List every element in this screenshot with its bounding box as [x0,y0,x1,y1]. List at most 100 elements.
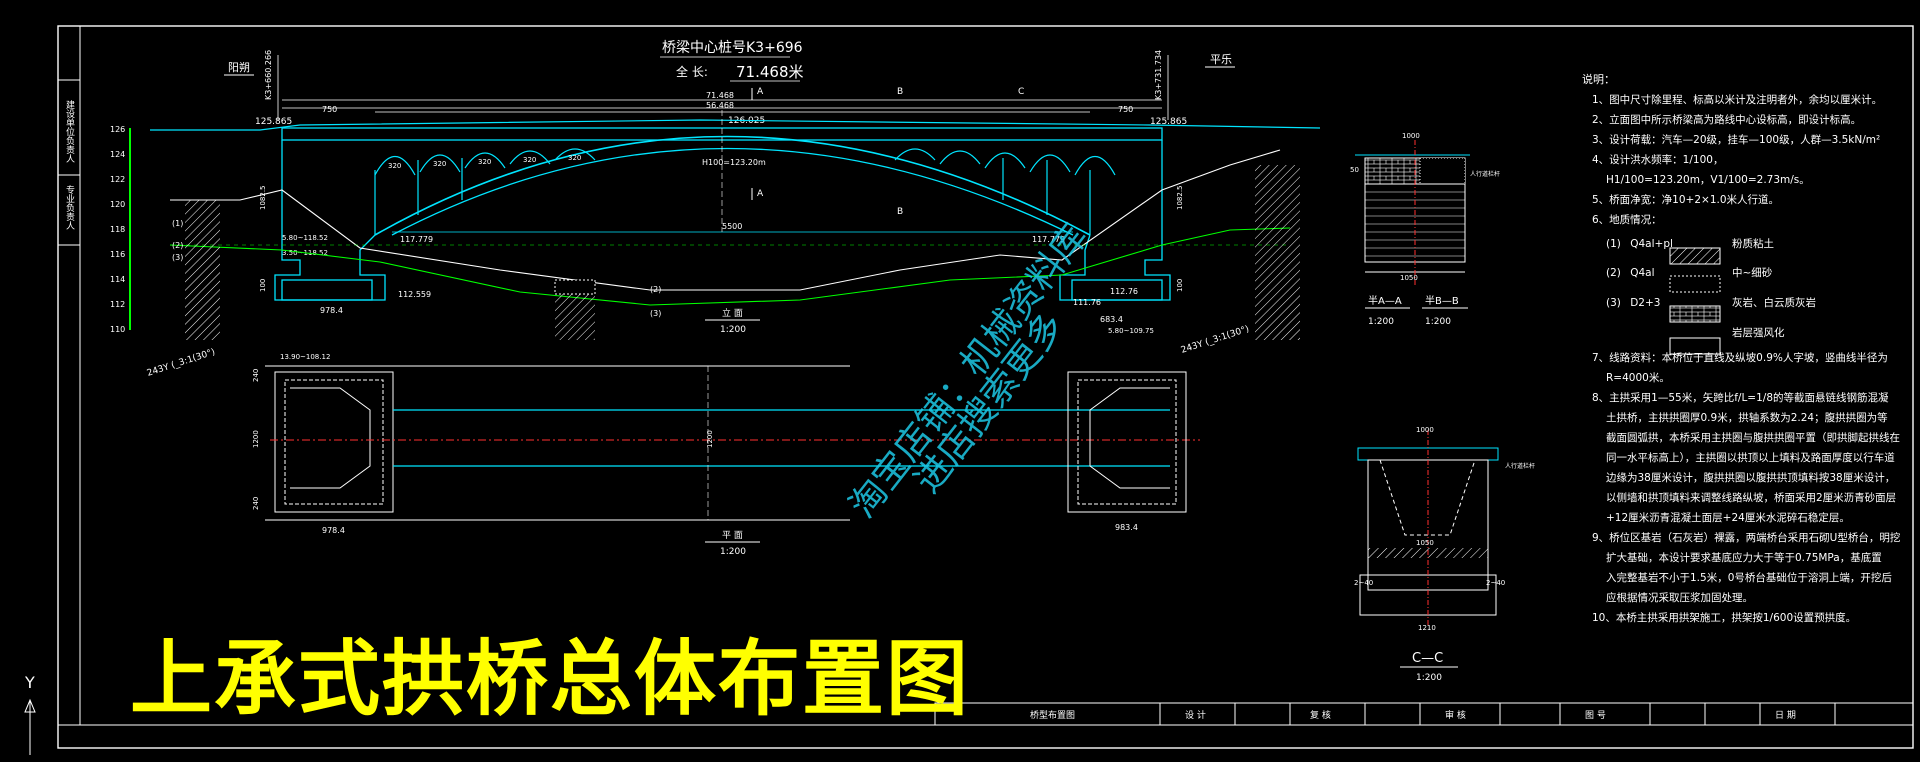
drawing-label: 5.80~109.75 [1108,327,1154,335]
section-b-scale: 1:200 [1425,317,1451,327]
plan-view [265,365,1200,521]
total-length-label: 全 长: [676,64,708,79]
drawing-label: 120 [110,200,125,209]
main-arch-inner [391,147,1074,236]
pier-width-left: 978.4 [320,306,343,315]
title-block [934,702,1914,726]
note-8g: +12厘米沥青混凝土面层+24厘米水泥碎石稳定层。 [1606,512,1850,524]
note-7: 7、线路资料：本桥位于直线及纵坡0.9%人字坡，竖曲线半径为 [1592,352,1888,364]
legend-box-3 [1669,305,1721,323]
drawing-label: 100 [259,279,267,292]
left-abutment [274,140,386,301]
borehole-left [185,200,220,340]
drawing-label: 126 [110,125,125,134]
drawing-label: 50 [1350,166,1359,174]
drawing-label: 13.90~108.12 [280,353,330,361]
section-b-name: 半B—B [1425,294,1459,307]
geology-row-3: (3) D2+3 灰岩、白云质灰岩 [1582,288,1902,318]
drawing-label: 978.4 [322,526,345,535]
drawing-label: (2) [172,241,183,250]
plan-view-scale: 1:200 [720,547,746,557]
note-8c: 截面圆弧拱，本桥采用主拱圈与腹拱拱圈平置（即拱脚起拱线在 [1606,432,1900,444]
note-9: 9、桥位区基岩（石灰岩）裸露，两端桥台采用石砌U型桥台，明挖 [1592,532,1901,544]
tb-review: 复 核 [1310,709,1331,721]
foot-right-elev: 117.779 [1032,235,1065,244]
tb-date: 日 期 [1775,710,1796,721]
big-title: 上承式拱桥总体布置图 [130,632,971,727]
side-strip-2: 专业负责人 [64,184,75,230]
drawing-label: 110 [110,325,125,334]
main-arch-outer [374,135,1091,236]
station-right: K3+731.734 [1154,50,1163,100]
notes-panel: 说明： 1、图中尺寸除里程、标高以米计及注明者外，余均以厘米计。 2、立面图中所… [1582,70,1902,628]
tb-drawing-name: 桥型布置图 [1030,709,1075,721]
water-right-elev: 112.76 [1110,287,1138,296]
drawing-label: 2~40 [1486,579,1505,587]
foot-left-elev: 117.779 [400,235,433,244]
drawing-label: 1082.5 [1176,186,1184,211]
dim-750-left: 750 [322,105,337,114]
geology-row-2: (2) Q4al 中~细砂 [1582,258,1902,288]
note-5: 5、桥面净宽：净10+2×1.0米人行道。 [1592,194,1780,206]
note-4: 4、设计洪水频率：1/100， [1592,154,1724,166]
note-7b: R=4000米。 [1606,372,1670,384]
drawing-label: 320 [568,154,581,162]
tb-design: 设 计 [1185,709,1206,721]
drawing-label: 124 [110,150,125,159]
drawing-label: B [897,87,903,97]
slope-right: 243Y (_3:1(30°) [1180,324,1251,355]
axis-y-arrow [24,698,36,713]
right-elev: 125.865 [1150,117,1187,127]
outer-frame [57,25,1914,749]
notes-heading: 说明： [1582,73,1615,86]
plan-view-name: 平 面 [722,530,743,541]
note-8f: 以侧墙和拱顶填料来调整线路纵坡，桥面采用2厘米沥青砂面层 [1606,492,1897,504]
drawing-label: 1000 [1402,132,1420,140]
side-strip: 建设单位负责人 专业负责人 [58,79,80,246]
drawing-label: 1050 [1416,539,1434,547]
drawing-label: (3) [172,253,183,262]
geology-row-4: 岩层强风化 [1582,318,1902,348]
geology-symbol-2: Q4al [1630,267,1655,279]
note-10: 10、本桥主拱采用拱架施工，拱架按1/600设置预拱度。 [1592,612,1857,624]
top-dimensions [282,99,1162,113]
h100-label: H100=123.20m [702,158,766,167]
drawing-label: 118 [110,225,125,234]
note-2: 2、立面图中所示桥梁高为路线中心设标高，即设计标高。 [1592,114,1862,126]
note-3: 3、设计荷载：汽车—20级，挂车—100级，人群—3.5kN/m² [1592,134,1881,146]
elevation-view-name: 立 面 [722,307,743,319]
drawing-label: 983.4 [1115,523,1138,532]
section-c-scale: 1:200 [1416,673,1442,683]
drawing-label: 240 [252,497,260,510]
section-cc [1357,430,1499,625]
drawing-label: 100 [1176,279,1184,292]
drawing-label: 2~40 [1354,579,1373,587]
drawing-label: 320 [388,162,401,170]
note-6: 6、地质情况： [1592,214,1662,226]
drawing-label: 1050 [1400,274,1418,282]
pier-width-right: 683.4 [1100,315,1123,324]
side-left-label: 阳朔 [228,61,250,74]
drawing-label: 1082.5 [259,186,267,211]
geology-label-2: (2) [1606,267,1621,279]
drawing-label: A [757,87,764,97]
section-c-name: C—C [1412,651,1443,666]
note-8b: 土拱桥，主拱拱圈厚0.9米，拱轴系数为2.24；腹拱拱圈为等 [1606,412,1888,424]
legend-box-4 [1669,337,1721,355]
tb-drawing-no: 图 号 [1585,710,1606,721]
left-elev: 125.865 [255,117,292,127]
drawing-label: B [897,207,903,217]
legend-box-1 [1669,247,1721,265]
note-1: 1、图中尺寸除里程、标高以米计及注明者外，余均以厘米计。 [1592,94,1883,106]
side-right-label: 平乐 [1210,53,1232,66]
center-station: 桥梁中心桩号K3+696 [662,39,803,56]
right-abutment [1059,140,1171,301]
note-8e: 边缘为38厘米设计，腹拱拱圈以腹拱拱顶填料按38厘米设计， [1606,472,1896,484]
elevation-scale: 126 124 122 120 118 116 114 112 110 [110,125,131,334]
drawing-label: (2) [650,285,661,294]
design-grade-line [150,119,1321,131]
note-9b: 扩大基础，本设计要求基底应力大于等于0.75MPa，基底置 [1606,552,1882,564]
axis-y-label: Y [24,673,35,692]
base-left-elev: 111.76 [1073,298,1101,307]
